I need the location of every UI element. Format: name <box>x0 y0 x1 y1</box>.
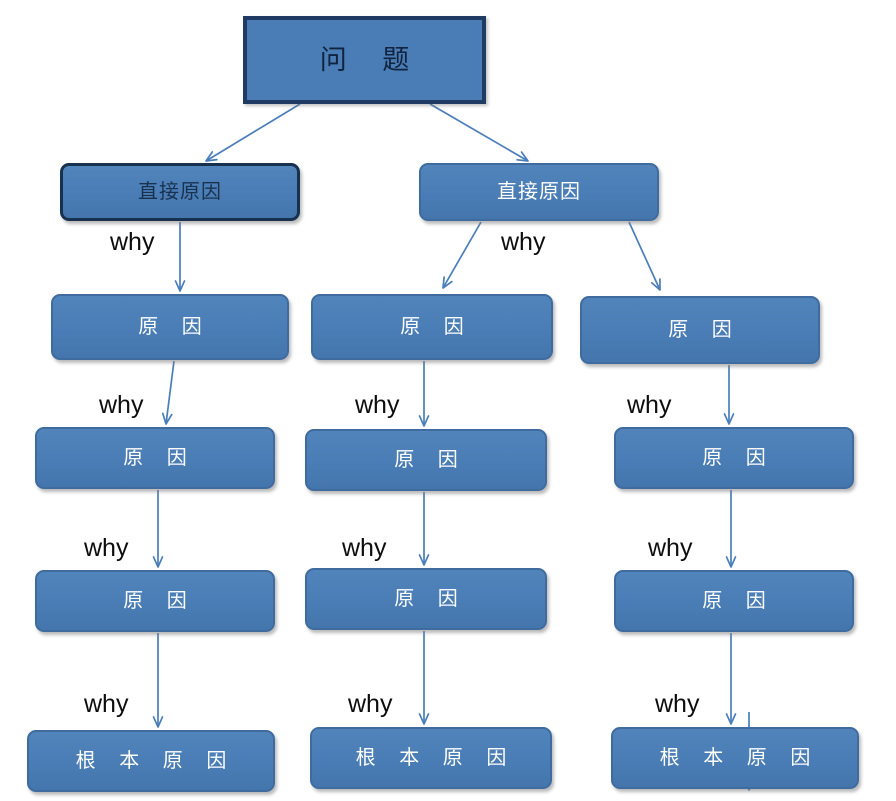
label-why-2-4: why <box>348 690 393 718</box>
connector-edge-problem-left <box>205 103 301 162</box>
connector-edge-c3c-r3 <box>725 633 737 725</box>
connector-edge-c2c-r2 <box>418 631 430 725</box>
connector-edge-d1-c1a <box>174 222 186 292</box>
connector-edge-c1b-c1c <box>152 490 164 568</box>
label-why-2-1: why <box>501 228 546 256</box>
node-cause-3c[interactable]: 原 因 <box>614 570 854 632</box>
node-root-1[interactable]: 根 本 原 因 <box>27 730 275 792</box>
node-cause-2b[interactable]: 原 因 <box>305 429 547 491</box>
node-direct-2[interactable]: 直接原因 <box>419 163 659 221</box>
connector-edge-problem-right <box>429 103 529 162</box>
connector-edge-d2-c3a <box>628 221 661 291</box>
connector-edge-c1c-r1 <box>152 633 164 728</box>
label-why-1-2: why <box>99 391 144 419</box>
node-cause-1b[interactable]: 原 因 <box>35 427 275 489</box>
node-cause-2c[interactable]: 原 因 <box>305 568 547 630</box>
node-problem[interactable]: 问 题 <box>243 16 486 104</box>
label-why-1-1: why <box>110 228 155 256</box>
label-why-1-4: why <box>84 690 129 718</box>
label-why-1-3: why <box>84 534 129 562</box>
node-cause-3a[interactable]: 原 因 <box>580 296 820 364</box>
connector-edge-c2b-c2c <box>418 492 430 566</box>
node-cause-3b[interactable]: 原 因 <box>614 427 854 489</box>
node-root-3[interactable]: 根 本 原 因 <box>611 727 859 789</box>
connector-edge-c1a-c1b <box>161 360 175 425</box>
connector-edge-d2-c2a <box>442 221 482 289</box>
connector-edge-c3b-c3c <box>725 490 737 568</box>
node-cause-1a[interactable]: 原 因 <box>51 294 289 360</box>
label-why-3-4: why <box>655 690 700 718</box>
label-why-3-3: why <box>648 534 693 562</box>
node-root-2[interactable]: 根 本 原 因 <box>310 727 552 789</box>
connector-edge-c3a-c3b <box>723 365 735 425</box>
node-direct-1[interactable]: 直接原因 <box>60 163 300 221</box>
label-why-3-2: why <box>627 391 672 419</box>
label-why-2-3: why <box>342 534 387 562</box>
node-cause-2a[interactable]: 原 因 <box>311 294 553 360</box>
node-cause-1c[interactable]: 原 因 <box>35 570 275 632</box>
connector-edge-c2a-c2b <box>418 361 430 427</box>
label-why-2-2: why <box>355 391 400 419</box>
